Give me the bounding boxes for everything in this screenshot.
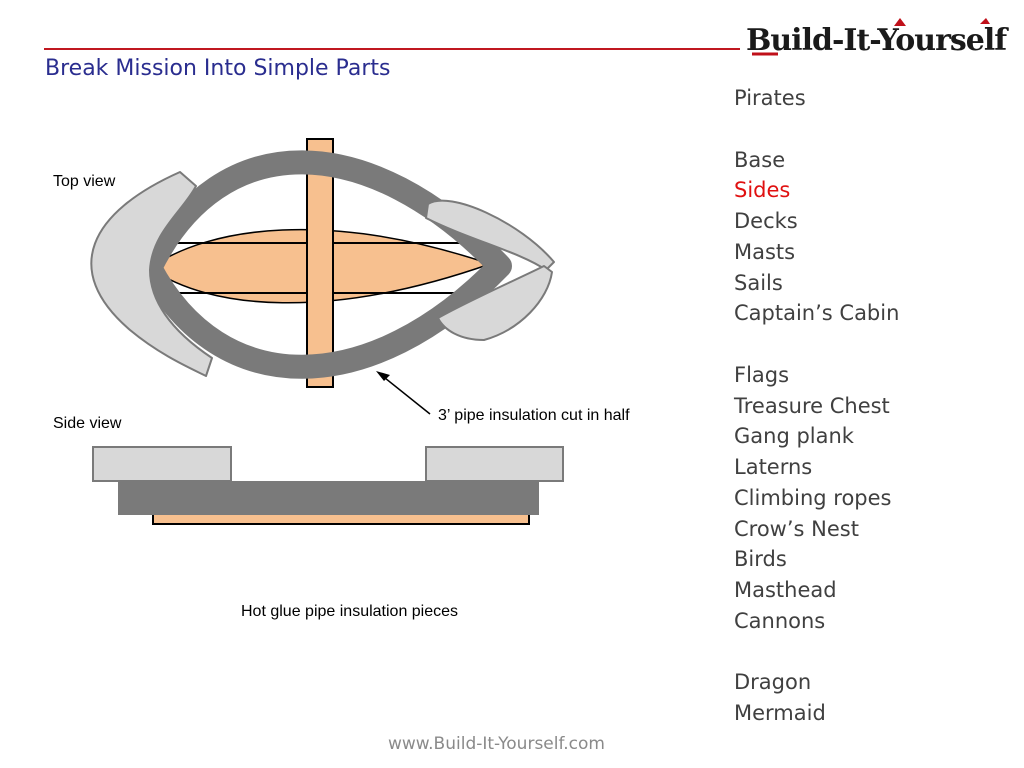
list-item: Pirates <box>734 86 806 110</box>
side-insulation-left <box>92 446 232 482</box>
list-item: Cannons <box>734 608 826 633</box>
list-item: Flags <box>734 362 790 387</box>
list-item: Captain’s Cabin <box>734 301 900 326</box>
insulation-piece-right-bottom <box>437 265 553 341</box>
boat-sides-diagram <box>90 138 564 525</box>
list-item: Gang plank <box>734 424 854 449</box>
list-item: Base <box>734 147 786 172</box>
side-insulation-right <box>425 446 564 482</box>
insulation-arrow <box>379 373 431 415</box>
header-rule <box>44 48 740 50</box>
slide-title: Break Mission Into Simple Parts <box>45 56 391 81</box>
top-view-label: Top view <box>53 173 116 190</box>
list-item: Climbing ropes <box>734 485 892 510</box>
list-spacer <box>734 114 899 145</box>
insulation-piece-left <box>90 171 213 377</box>
insulation-ring <box>138 150 512 379</box>
list-item: Dragon <box>734 670 812 695</box>
side-insulation-dark <box>118 481 539 515</box>
list-item: Birds <box>734 547 787 572</box>
side-view-label: Side view <box>53 415 122 432</box>
list-item: Sails <box>734 270 783 295</box>
insulation-piece-right-top <box>425 199 555 271</box>
list-item: Decks <box>734 209 798 233</box>
svg-text:Build-It-Yourself: Build-It-Yourself <box>746 23 1009 58</box>
footer-url[interactable]: www.Build-It-Yourself.com <box>388 734 605 754</box>
list-item: Mermaid <box>734 701 826 725</box>
list-spacer <box>734 637 899 668</box>
list-item: Treasure Chest <box>734 393 890 418</box>
build-it-yourself-logo: Build-It-Yourself <box>746 18 1010 58</box>
list-item: Masthead <box>734 578 837 602</box>
vertical-board <box>306 138 334 388</box>
list-item: Crow’s Nest <box>734 516 859 541</box>
list-item: Masts <box>734 239 796 264</box>
list-item: Sides <box>734 178 791 203</box>
list-spacer <box>734 329 899 360</box>
glue-label: Hot glue pipe insulation pieces <box>241 603 459 620</box>
insulation-label: 3’ pipe insulation cut in half <box>438 407 630 424</box>
list-item: Laterns <box>734 455 813 479</box>
